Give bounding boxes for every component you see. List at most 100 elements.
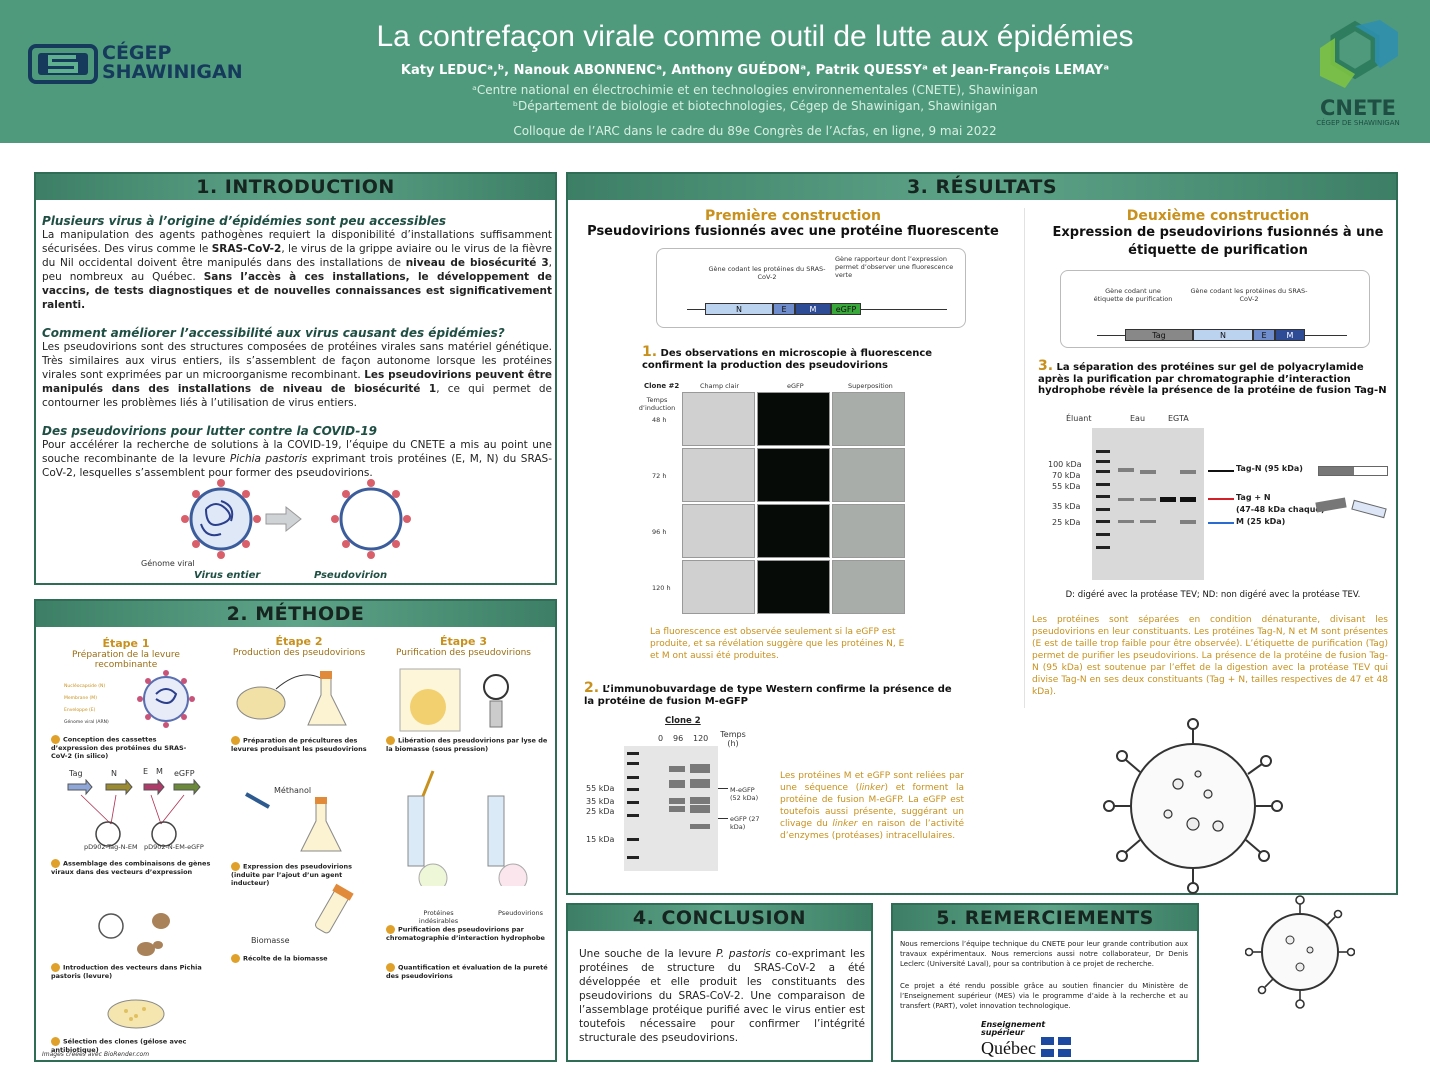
poster-title: La contrefaçon virale comme outil de lut… [376,20,1134,53]
poster-header: CÉGEP SHAWINIGAN La contrefaçon virale c… [0,0,1430,143]
micrograph-overlay [832,504,905,558]
micrograph-bright-field [682,560,755,614]
c2-box-e: E [1253,329,1275,341]
centrifuge-tube-icon [315,883,354,934]
wb-band-egfp: eGFP (27 kDa) [730,815,760,831]
remerciements-heading: 5. REMERCIEMENTS [893,905,1197,931]
biorender-credit: Images créées avec BioRender.com [42,1051,150,1058]
plasmid-construction-diagram [67,779,201,847]
petri-dish-icon [107,999,165,1029]
western-blot-image [624,746,718,871]
gene-label-tag: Tag [69,769,83,778]
construction-1-diagram: Gène codant les protéines du SRAS-CoV-2 … [656,248,966,328]
wb-time-label: Temps (h) [720,730,746,748]
result-1-caption: 1. Des observations en microscopie à flu… [642,344,933,371]
micrograph-overlay [832,448,905,502]
step3-item-1: Libération des pseudovirions par lyse de… [386,736,548,753]
construction-2-subtitle: Expression de pseudovirions fusionnés à … [1052,225,1384,258]
affiliation-b: ᵇDépartement de biologie et biotechnolog… [512,99,998,113]
conclusion-panel: 4. CONCLUSION Une souche de la levure P.… [566,903,873,1062]
conclusion-text: Une souche de la levure P. pastoris co-e… [579,948,865,1044]
intro-subtitle-1: Plusieurs virus à l’origine d’épidémies … [42,214,447,228]
step2-item-1: Préparation de précultures des levures p… [231,736,367,753]
c2-box-n: N [1193,329,1253,341]
intro-paragraph-3: Pour accélérer la recherche de solutions… [42,439,552,479]
c1-box-m: M [795,303,831,315]
label-proteines-indesirables: Protéines indésirables [418,909,459,925]
label-methanol: Méthanol [274,786,312,795]
legend-nucleocapside: Nucléocapside (N) [64,684,106,689]
col-egfp: eGFP [787,382,804,390]
construction-2-title: Deuxième construction [1126,208,1310,224]
gel-m-label: M (25 kDa) [1236,517,1286,526]
logo-text-line1: CÉGEP [102,42,172,64]
step3-item-2: Purification des pseudovirions par chrom… [386,925,545,942]
step1-item-2: Assemblage des combinaisons de gènes vir… [51,859,211,876]
wb-ladder-55: 55 kDa [586,784,615,793]
methode-heading: 2. MÉTHODE [36,601,555,627]
construction-1-title: Première construction [705,208,881,224]
wb-ladder-35: 35 kDa [586,797,615,806]
coronavirus-drawing-icon [1103,718,1283,894]
sds-page-gel-image [1092,428,1204,580]
col-superposition: Superposition [848,382,893,390]
step-1-title: Étape 1 [102,637,150,650]
result-3-note: Les protéines sont séparées en condition… [1032,615,1388,697]
yeast-transformation-icon [98,913,170,956]
step1-item-4: Sélection des clones (gélose avec antibi… [51,1037,187,1054]
wb-ladder-15: 15 kDa [586,835,615,844]
gel-ladder-55: 55 kDa [1052,482,1081,491]
step1-item-1: Conception des cassettes d’expression de… [51,735,187,760]
clone-2-label: Clone #2 [644,382,680,390]
c1-box-n: N [705,303,773,315]
step-1-subtitle: Préparation de la levure recombinante [72,650,180,670]
step-2-title: Étape 2 [275,635,323,648]
c1-box-e: E [773,303,795,315]
gel-ladder-70: 70 kDa [1052,471,1081,480]
gel-tag-n-label: Tag-N (95 kDa) [1236,464,1303,473]
c2-box-tag: Tag [1125,329,1193,341]
result-3-caption: 3. La séparation des protéines sur gel d… [1038,358,1387,396]
c1-box-egfp: eGFP [831,303,861,315]
wb-band-m-egfp: M-eGFP (52 kDa) [730,786,759,802]
label-biomasse: Biomasse [251,936,290,945]
plasmid-2-label: pD902-N-EM-eGFP [144,843,204,851]
wb-lane-120: 120 [693,734,709,743]
time-header: Temps d’induction [638,396,676,412]
cnete-logo: CNETE CÉGEP DE SHAWINIGAN [1300,18,1410,133]
cegep-shawinigan-logo: CÉGEP SHAWINIGAN [28,42,243,86]
coronavirus-drawing-small-icon [1245,895,1355,1009]
methanol-induction-icon [245,792,342,852]
n-fragment-schematic [1351,499,1387,519]
remerciements-paragraph-2: Ce projet a été rendu possible grâce au … [900,982,1188,1010]
micrograph-bright-field [682,448,755,502]
gel-egta-label: EGTA [1168,414,1189,423]
gel-tag-plus-n-label: Tag + N [1236,493,1271,502]
micrograph-egfp [757,448,830,502]
gel-each-label: (47-48 kDa chaque) [1236,505,1325,514]
construction-1-subtitle: Pseudovirions fusionnés avec une protéin… [587,224,999,239]
chromatography-column-icon [407,770,528,886]
micrograph-egfp [757,560,830,614]
resultats-heading: 3. RÉSULTATS [568,174,1396,200]
gel-eau-label: Eau [1130,414,1146,423]
result-2-note: Les protéines M et eGFP sont reliées par… [780,771,965,841]
colloque-info: Colloque de l’ARC dans le cadre du 89e C… [513,124,997,138]
time-label: 120 h [652,584,671,592]
remerciements-paragraph-1: Nous remercions l’équipe technique du CN… [900,940,1188,968]
gene-label-m: M [156,767,163,776]
time-label: 96 h [652,528,667,536]
preculture-icon [236,671,347,726]
result-2-caption: 2. L’immunobuvardage de type Western con… [584,680,952,707]
methode-panel: 2. MÉTHODE Étape 1 Préparation de la lev… [34,599,557,1062]
micrograph-overlay [832,560,905,614]
gel-ladder-35: 35 kDa [1052,502,1081,511]
gel-eluant-label: Éluant [1066,414,1092,423]
wb-ladder-25: 25 kDa [586,807,615,816]
virus-to-pseudovirion-illustration [181,479,411,559]
time-label: 48 h [652,416,667,424]
legend-membrane: Membrane (M) [64,696,97,701]
c1-gene-note: Gène codant les protéines du SRAS-CoV-2 [708,265,826,281]
pressure-lysis-icon [399,668,509,732]
intro-paragraph-2: Les pseudovirions sont des structures co… [42,341,553,409]
